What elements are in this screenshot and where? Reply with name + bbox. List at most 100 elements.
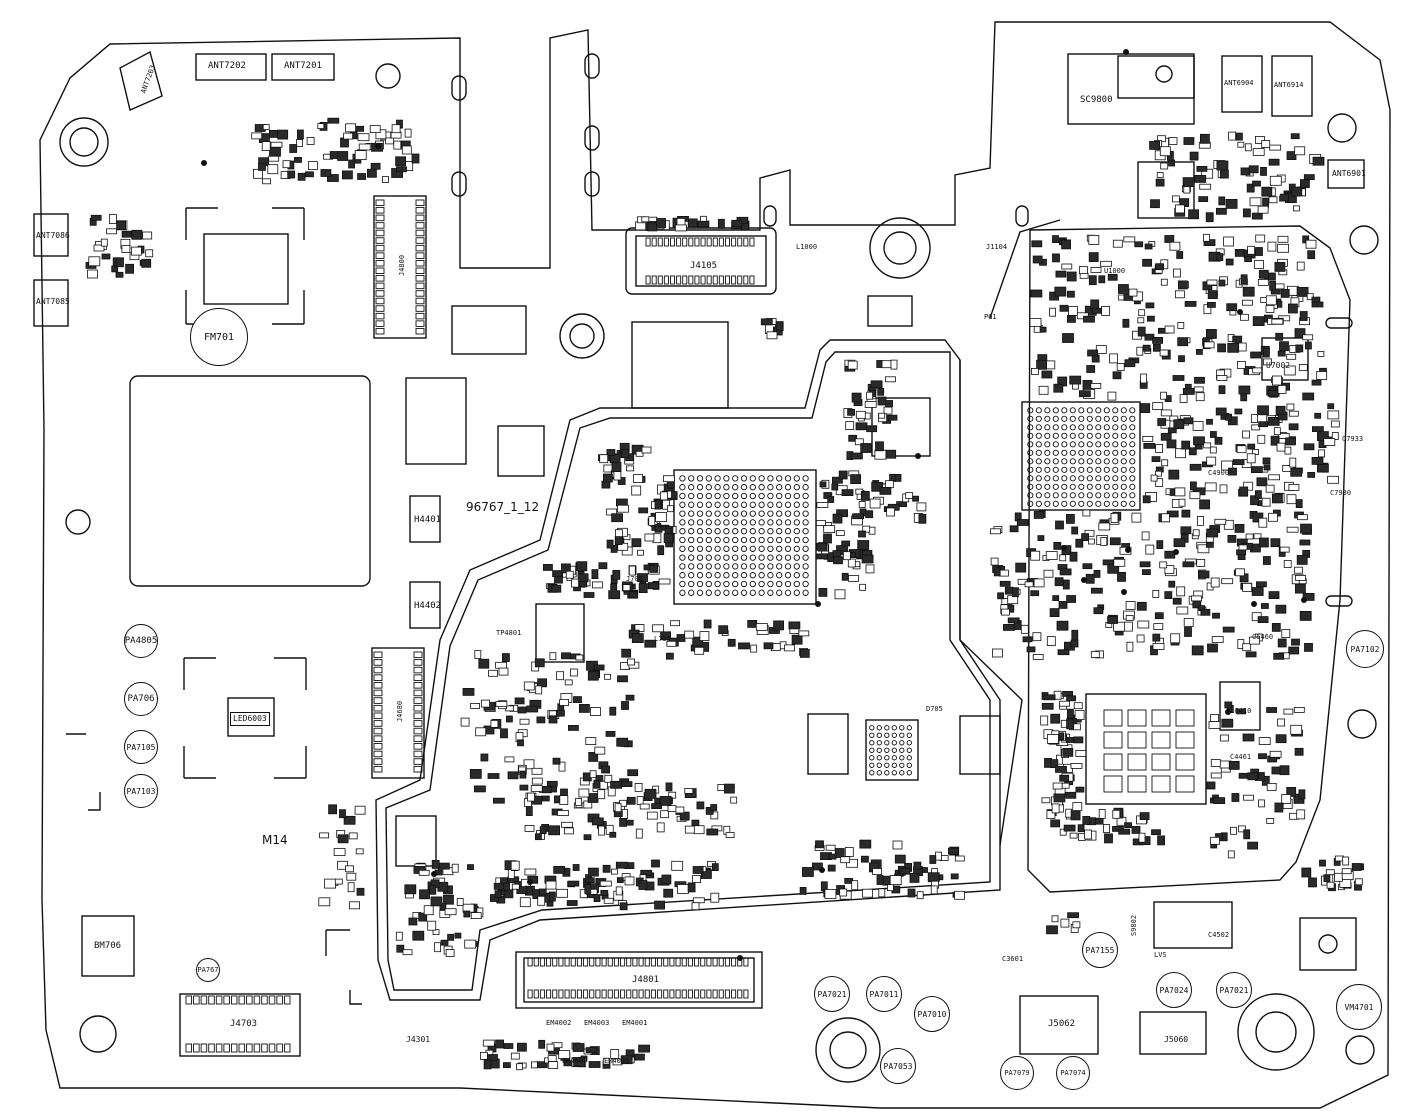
smd-component bbox=[1242, 286, 1255, 297]
bga-ball bbox=[732, 580, 739, 588]
connector-pin bbox=[595, 957, 601, 967]
smd-component bbox=[603, 897, 614, 904]
connector-pin bbox=[706, 237, 712, 247]
smd-component bbox=[1065, 737, 1074, 743]
smd-component bbox=[1189, 491, 1201, 500]
smd-component bbox=[710, 892, 720, 903]
smd-component bbox=[252, 168, 263, 179]
smd-component bbox=[622, 584, 631, 591]
connector-pin bbox=[669, 237, 676, 247]
connector-pin bbox=[688, 237, 694, 247]
bga-ball bbox=[1112, 424, 1119, 431]
connector-pin bbox=[718, 275, 724, 285]
smd-component bbox=[666, 640, 677, 647]
bga-ball bbox=[784, 572, 792, 579]
smd-component bbox=[393, 140, 402, 150]
bga-ball bbox=[899, 755, 905, 761]
smd-component bbox=[1173, 268, 1181, 278]
smd-component bbox=[1075, 786, 1085, 793]
smd-component bbox=[469, 769, 482, 779]
smd-component bbox=[324, 878, 337, 889]
smd-component bbox=[1054, 577, 1064, 587]
bga-ball bbox=[1078, 407, 1085, 414]
smd-component bbox=[864, 401, 877, 408]
bga-ball bbox=[1120, 458, 1127, 465]
smd-component bbox=[1298, 363, 1308, 371]
smd-component bbox=[1308, 877, 1317, 888]
smd-component bbox=[1258, 753, 1267, 760]
smd-component bbox=[578, 788, 590, 798]
smd-component bbox=[1155, 178, 1165, 187]
smd-component bbox=[1176, 586, 1186, 597]
bga-ball bbox=[869, 725, 875, 731]
smd-component bbox=[334, 878, 343, 885]
smd-component bbox=[766, 331, 778, 340]
smd-component bbox=[1145, 302, 1155, 309]
bga-ball bbox=[784, 580, 792, 588]
smd-component bbox=[1230, 826, 1237, 835]
smd-component bbox=[1277, 350, 1286, 357]
bga-ball bbox=[784, 519, 792, 526]
smd-component bbox=[1001, 608, 1010, 616]
cap-label: C3601 bbox=[1002, 955, 1024, 963]
smd-component bbox=[1142, 569, 1151, 575]
smd-component bbox=[654, 525, 663, 533]
smd-component bbox=[535, 833, 542, 841]
smd-component bbox=[1112, 371, 1122, 380]
bga-ball bbox=[884, 762, 890, 768]
smd-component bbox=[874, 449, 887, 460]
smd-component bbox=[711, 863, 719, 871]
smd-component bbox=[395, 931, 403, 941]
smd-component bbox=[1296, 555, 1308, 565]
smd-component bbox=[451, 863, 459, 873]
smd-component bbox=[1070, 639, 1079, 648]
smd-component bbox=[1136, 601, 1147, 611]
smd-component bbox=[1182, 561, 1195, 568]
smd-component bbox=[859, 839, 872, 849]
smd-component bbox=[841, 572, 849, 581]
connector-pin bbox=[261, 995, 268, 1005]
bga-ball bbox=[1035, 449, 1042, 456]
smd-component bbox=[1305, 239, 1317, 249]
smd-component bbox=[1071, 629, 1079, 640]
smd-component bbox=[1251, 212, 1263, 220]
smd-component bbox=[1160, 409, 1172, 417]
bga-ball bbox=[776, 536, 783, 544]
smd-component bbox=[1172, 597, 1182, 605]
smd-component bbox=[1159, 349, 1169, 357]
smd-component bbox=[1139, 812, 1150, 820]
bga-ball bbox=[1103, 432, 1110, 439]
smd-component bbox=[1247, 245, 1255, 255]
smd-component bbox=[1290, 724, 1303, 735]
smd-component bbox=[617, 477, 626, 485]
smd-component bbox=[536, 716, 546, 724]
connector-pin bbox=[268, 995, 276, 1005]
smd-component bbox=[637, 549, 644, 556]
bga-ball bbox=[1095, 441, 1102, 448]
connector-pin bbox=[620, 957, 626, 967]
smd-component bbox=[627, 658, 635, 666]
smd-component bbox=[1294, 747, 1304, 756]
bga-ball bbox=[802, 492, 809, 500]
smd-component bbox=[1238, 825, 1246, 833]
smd-component bbox=[1032, 654, 1044, 660]
smd-component bbox=[1293, 205, 1300, 212]
smd-component bbox=[1168, 137, 1178, 145]
smd-component bbox=[993, 567, 1001, 577]
connector-pin bbox=[375, 297, 385, 305]
smd-component bbox=[851, 452, 863, 460]
smd-component bbox=[1327, 475, 1339, 484]
smd-component bbox=[305, 171, 314, 178]
smd-component bbox=[1279, 765, 1290, 776]
connector-pin bbox=[373, 682, 383, 689]
connector-pin bbox=[375, 267, 385, 275]
connector-pin bbox=[375, 252, 385, 259]
smd-component bbox=[648, 582, 659, 590]
smd-component bbox=[1051, 915, 1059, 923]
connector-label: J4301 bbox=[406, 1035, 431, 1044]
fiducial-dot bbox=[201, 160, 207, 166]
connector-pin bbox=[743, 275, 749, 285]
bga-ball bbox=[776, 492, 783, 500]
board-designator: 96767_1_12 bbox=[466, 500, 540, 514]
smd-component bbox=[474, 650, 482, 659]
